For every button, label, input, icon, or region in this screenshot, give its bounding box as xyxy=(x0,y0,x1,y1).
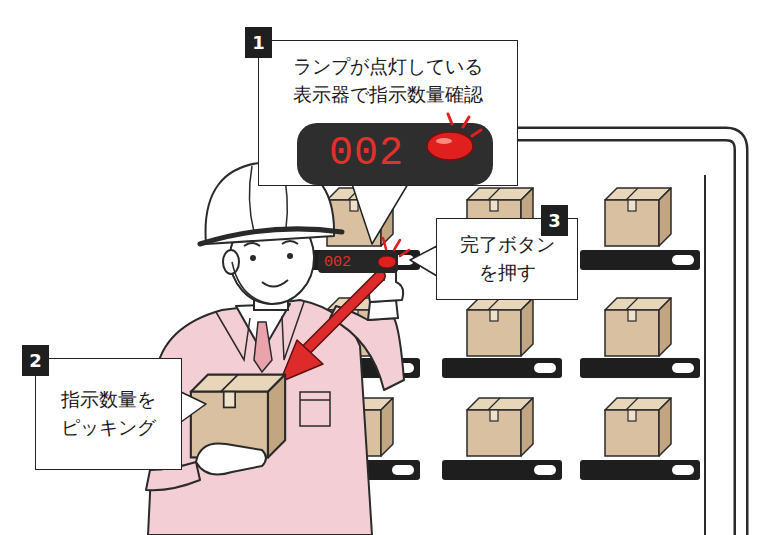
callout-text: 指示数量を ピッキング xyxy=(52,386,166,441)
display-digits: 002 xyxy=(297,125,404,183)
callout-number: 3 xyxy=(541,205,568,236)
callout-number: 1 xyxy=(245,27,272,58)
callout-text: ランプが点灯している 表示器で指示数量確認 xyxy=(284,53,493,108)
callout-number: 2 xyxy=(22,345,49,376)
shelf-display: 002 xyxy=(318,251,398,273)
light-display: 002 xyxy=(297,123,493,185)
callout-box: ランプが点灯している 表示器で指示数量確認 002 xyxy=(258,40,518,186)
display-digits: 002 xyxy=(318,254,351,271)
callout-box: 指示数量を ピッキング xyxy=(35,358,182,470)
callout-text: 完了ボタン を押す xyxy=(450,231,564,286)
